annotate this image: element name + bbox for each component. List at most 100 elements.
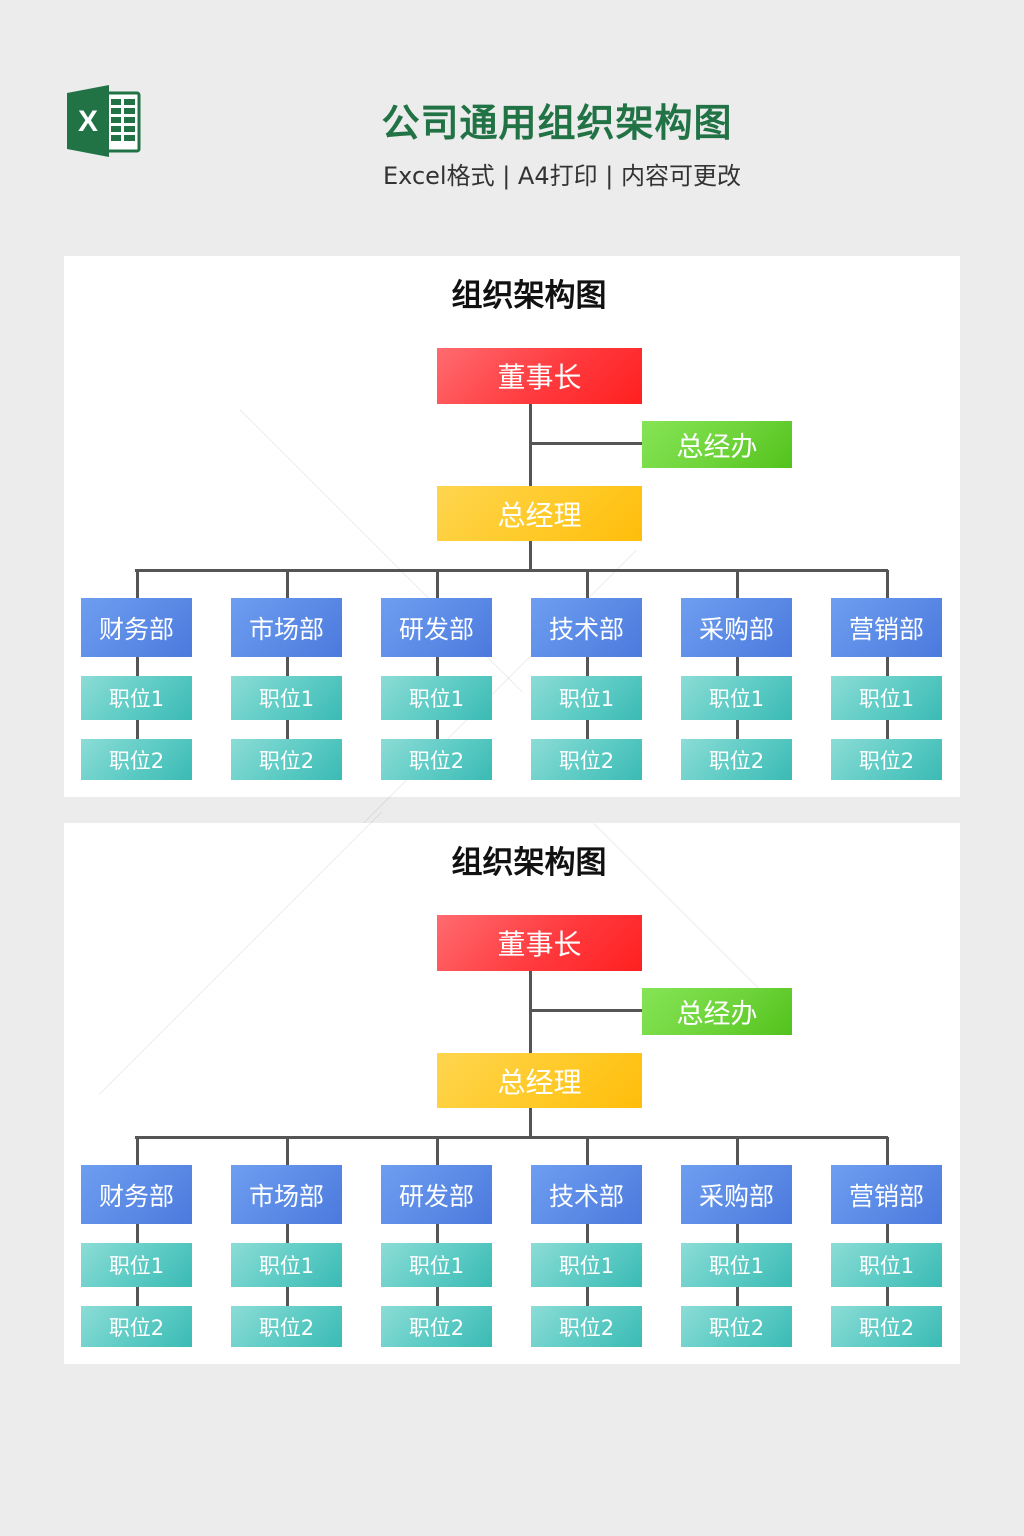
department-box[interactable]: 采购部 bbox=[681, 598, 792, 657]
connector-bus-dept bbox=[286, 570, 289, 598]
department-box[interactable]: 技术部 bbox=[531, 1165, 642, 1224]
position-box[interactable]: 职位2 bbox=[531, 739, 642, 780]
position-box[interactable]: 职位1 bbox=[531, 1243, 642, 1287]
connector-bus-dept bbox=[436, 570, 439, 598]
position-box[interactable]: 职位2 bbox=[681, 739, 792, 780]
office-label: 总经办 bbox=[676, 432, 758, 463]
chairman-label: 董事长 bbox=[497, 928, 582, 961]
position-box[interactable]: 职位2 bbox=[81, 739, 192, 780]
position-label: 职位1 bbox=[558, 1254, 615, 1278]
department-label: 研发部 bbox=[398, 614, 474, 644]
position-box[interactable]: 职位2 bbox=[681, 1306, 792, 1347]
connector-office bbox=[529, 442, 642, 445]
department-box[interactable]: 采购部 bbox=[681, 1165, 792, 1224]
chairman-label: 董事长 bbox=[497, 361, 582, 394]
connector-bus-dept bbox=[136, 1137, 139, 1165]
card-title: 组织架构图 bbox=[451, 845, 607, 881]
department-label: 财务部 bbox=[98, 1181, 174, 1211]
page-title: 公司通用组织架构图 bbox=[381, 101, 733, 145]
department-label: 营销部 bbox=[848, 1181, 924, 1211]
excel-logo-letter: X bbox=[78, 105, 98, 138]
connector-gm-bus bbox=[529, 1108, 532, 1137]
connector-bus-dept bbox=[736, 570, 739, 598]
excel-icon: X bbox=[67, 85, 143, 157]
connector-chairman-gm bbox=[529, 404, 532, 486]
connector-bus-dept bbox=[886, 1137, 889, 1165]
general-manager-label: 总经理 bbox=[497, 1065, 582, 1099]
card-title: 组织架构图 bbox=[451, 278, 607, 314]
position-box[interactable]: 职位1 bbox=[681, 676, 792, 720]
department-box[interactable]: 营销部 bbox=[831, 598, 942, 657]
chairman-box[interactable]: 董事长 bbox=[437, 915, 642, 971]
position-label: 职位2 bbox=[108, 1315, 165, 1340]
connector-bus-dept bbox=[586, 570, 589, 598]
general-manager-box[interactable]: 总经理 bbox=[437, 486, 642, 541]
connector-bus-dept bbox=[586, 1137, 589, 1165]
department-label: 采购部 bbox=[698, 614, 774, 644]
department-label: 技术部 bbox=[548, 1181, 624, 1211]
office-box[interactable]: 总经办 bbox=[642, 988, 792, 1035]
position-label: 职位1 bbox=[108, 687, 165, 711]
position-label: 职位2 bbox=[258, 1315, 315, 1340]
office-box[interactable]: 总经办 bbox=[642, 421, 792, 468]
connector-office bbox=[529, 1009, 642, 1012]
position-label: 职位1 bbox=[708, 687, 765, 711]
general-manager-box[interactable]: 总经理 bbox=[437, 1053, 642, 1108]
department-box[interactable]: 营销部 bbox=[831, 1165, 942, 1224]
position-label: 职位1 bbox=[858, 687, 915, 711]
position-box[interactable]: 职位2 bbox=[231, 1306, 342, 1347]
position-box[interactable]: 职位1 bbox=[831, 1243, 942, 1287]
department-label: 市场部 bbox=[248, 614, 324, 644]
connector-dept-bus bbox=[135, 569, 888, 572]
department-box[interactable]: 财务部 bbox=[81, 598, 192, 657]
connector-bus-dept bbox=[286, 1137, 289, 1165]
position-box[interactable]: 职位1 bbox=[381, 676, 492, 720]
connector-bus-dept bbox=[736, 1137, 739, 1165]
general-manager-label: 总经理 bbox=[497, 498, 582, 532]
position-box[interactable]: 职位1 bbox=[231, 676, 342, 720]
position-box[interactable]: 职位1 bbox=[681, 1243, 792, 1287]
department-label: 技术部 bbox=[548, 614, 624, 644]
department-box[interactable]: 研发部 bbox=[381, 598, 492, 657]
position-label: 职位1 bbox=[858, 1254, 915, 1278]
position-label: 职位1 bbox=[558, 687, 615, 711]
position-label: 职位1 bbox=[408, 687, 465, 711]
position-box[interactable]: 职位2 bbox=[831, 739, 942, 780]
position-label: 职位2 bbox=[558, 1315, 615, 1340]
position-label: 职位2 bbox=[408, 748, 465, 773]
position-label: 职位1 bbox=[408, 1254, 465, 1278]
position-box[interactable]: 职位2 bbox=[381, 1306, 492, 1347]
position-box[interactable]: 职位1 bbox=[81, 676, 192, 720]
office-label: 总经办 bbox=[676, 999, 758, 1030]
department-label: 采购部 bbox=[698, 1181, 774, 1211]
position-label: 职位2 bbox=[108, 748, 165, 773]
position-label: 职位1 bbox=[258, 1254, 315, 1278]
chairman-box[interactable]: 董事长 bbox=[437, 348, 642, 404]
page-subtitle: Excel格式 | A4打印 | 内容可更改 bbox=[383, 162, 741, 190]
department-box[interactable]: 研发部 bbox=[381, 1165, 492, 1224]
position-box[interactable]: 职位2 bbox=[81, 1306, 192, 1347]
department-box[interactable]: 技术部 bbox=[531, 598, 642, 657]
position-label: 职位1 bbox=[258, 687, 315, 711]
position-label: 职位2 bbox=[858, 748, 915, 773]
position-label: 职位1 bbox=[108, 1254, 165, 1278]
connector-dept-bus bbox=[135, 1136, 888, 1139]
position-label: 职位2 bbox=[708, 748, 765, 773]
position-box[interactable]: 职位2 bbox=[531, 1306, 642, 1347]
position-box[interactable]: 职位1 bbox=[231, 1243, 342, 1287]
position-box[interactable]: 职位1 bbox=[81, 1243, 192, 1287]
position-label: 职位2 bbox=[858, 1315, 915, 1340]
position-box[interactable]: 职位1 bbox=[381, 1243, 492, 1287]
department-box[interactable]: 财务部 bbox=[81, 1165, 192, 1224]
position-box[interactable]: 职位1 bbox=[531, 676, 642, 720]
department-box[interactable]: 市场部 bbox=[231, 598, 342, 657]
department-box[interactable]: 市场部 bbox=[231, 1165, 342, 1224]
position-box[interactable]: 职位2 bbox=[831, 1306, 942, 1347]
position-box[interactable]: 职位2 bbox=[231, 739, 342, 780]
position-label: 职位2 bbox=[558, 748, 615, 773]
position-box[interactable]: 职位2 bbox=[381, 739, 492, 780]
position-label: 职位2 bbox=[708, 1315, 765, 1340]
department-label: 营销部 bbox=[848, 614, 924, 644]
connector-bus-dept bbox=[436, 1137, 439, 1165]
position-box[interactable]: 职位1 bbox=[831, 676, 942, 720]
